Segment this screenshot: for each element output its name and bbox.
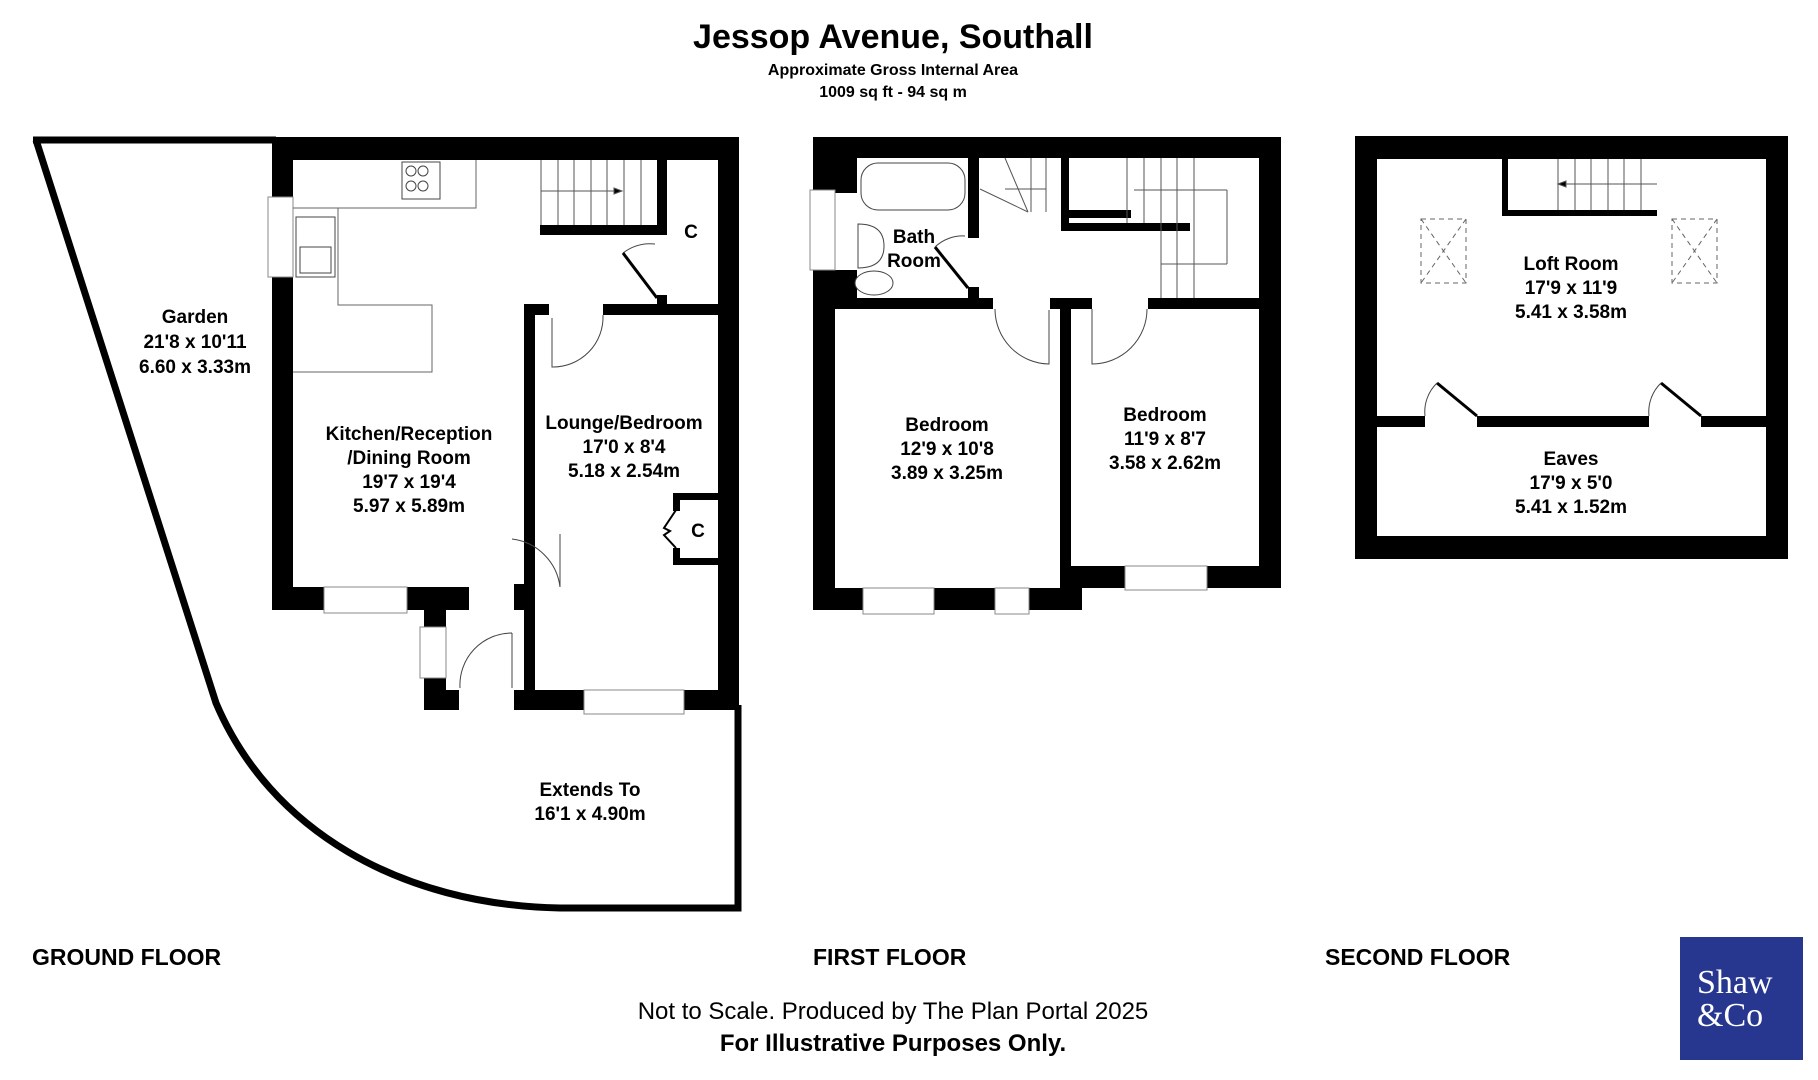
ground-walls bbox=[272, 137, 739, 710]
stairs-icon bbox=[979, 157, 1228, 298]
svg-text:Lounge/Bedroom: Lounge/Bedroom bbox=[545, 413, 702, 434]
logo-line-1: Shaw bbox=[1697, 963, 1773, 1001]
svg-text:17'9 x 11'9: 17'9 x 11'9 bbox=[1525, 278, 1618, 299]
svg-text:Kitchen/Reception: Kitchen/Reception bbox=[326, 424, 493, 445]
ground-floor-plan: Garden 21'8 x 10'11 6.60 x 3.33m Kitchen… bbox=[32, 136, 742, 912]
second-floor-label: SECOND FLOOR bbox=[1325, 944, 1511, 970]
first-floor-plan: Bath Room Bedroom 12'9 x 10'8 3.89 x 3.2… bbox=[809, 137, 1281, 615]
svg-text:11'9 x 8'7: 11'9 x 8'7 bbox=[1124, 429, 1206, 450]
svg-text:Loft Room: Loft Room bbox=[1524, 254, 1619, 275]
skylight-icon bbox=[1420, 218, 1718, 284]
logo-line-2: &Co bbox=[1697, 996, 1764, 1034]
svg-text:Room: Room bbox=[887, 251, 941, 272]
area-subtitle: Approximate Gross Internal Area bbox=[767, 62, 1019, 79]
svg-text:5.97 x 5.89m: 5.97 x 5.89m bbox=[353, 496, 465, 517]
svg-text:17'0 x 8'4: 17'0 x 8'4 bbox=[583, 437, 666, 458]
basin-icon bbox=[857, 223, 885, 269]
svg-text:6.60 x 3.33m: 6.60 x 3.33m bbox=[139, 357, 251, 378]
svg-text:5.41 x 3.58m: 5.41 x 3.58m bbox=[1515, 302, 1627, 323]
shaw-co-logo: Shaw &Co bbox=[1680, 937, 1803, 1060]
svg-text:3.89 x 3.25m: 3.89 x 3.25m bbox=[891, 463, 1003, 484]
svg-text:Eaves: Eaves bbox=[1544, 449, 1599, 470]
svg-text:3.58 x 2.62m: 3.58 x 2.62m bbox=[1109, 453, 1221, 474]
hob-icon bbox=[401, 161, 441, 200]
garden-label: Garden bbox=[162, 307, 229, 328]
toilet-icon bbox=[854, 270, 894, 296]
cupboard-label: C bbox=[684, 222, 698, 243]
plan-title: Jessop Avenue, Southall bbox=[693, 18, 1093, 56]
svg-text:Bath: Bath bbox=[893, 227, 935, 248]
cupboard-label: C bbox=[691, 521, 705, 542]
illustrative-note: For Illustrative Purposes Only. bbox=[719, 1030, 1067, 1057]
stairs-icon bbox=[1556, 159, 1657, 210]
svg-text:19'7 x 19'4: 19'7 x 19'4 bbox=[362, 472, 456, 493]
svg-text:Extends To: Extends To bbox=[540, 780, 641, 801]
svg-text:12'9 x 10'8: 12'9 x 10'8 bbox=[900, 439, 994, 460]
svg-text:/Dining Room: /Dining Room bbox=[347, 448, 470, 469]
svg-text:17'9 x 5'0: 17'9 x 5'0 bbox=[1530, 473, 1613, 494]
bath-icon bbox=[860, 162, 966, 211]
area-value: 1009 sq ft - 94 sq m bbox=[819, 84, 967, 101]
svg-text:5.41 x 1.52m: 5.41 x 1.52m bbox=[1515, 497, 1627, 518]
disclaimer-text: Not to Scale. Produced by The Plan Porta… bbox=[637, 998, 1149, 1025]
svg-text:21'8 x 10'11: 21'8 x 10'11 bbox=[143, 332, 247, 353]
stairs-icon bbox=[540, 160, 642, 225]
second-floor-plan: Loft Room 17'9 x 11'9 5.41 x 3.58m Eaves… bbox=[1355, 136, 1788, 559]
ground-floor-label: GROUND FLOOR bbox=[32, 944, 222, 970]
first-floor-label: FIRST FLOOR bbox=[813, 944, 967, 970]
garden-boundary bbox=[32, 136, 742, 912]
svg-text:Bedroom: Bedroom bbox=[1123, 405, 1206, 426]
svg-text:Bedroom: Bedroom bbox=[905, 415, 988, 436]
svg-text:5.18 x 2.54m: 5.18 x 2.54m bbox=[568, 461, 680, 482]
svg-text:16'1 x 4.90m: 16'1 x 4.90m bbox=[534, 804, 645, 825]
